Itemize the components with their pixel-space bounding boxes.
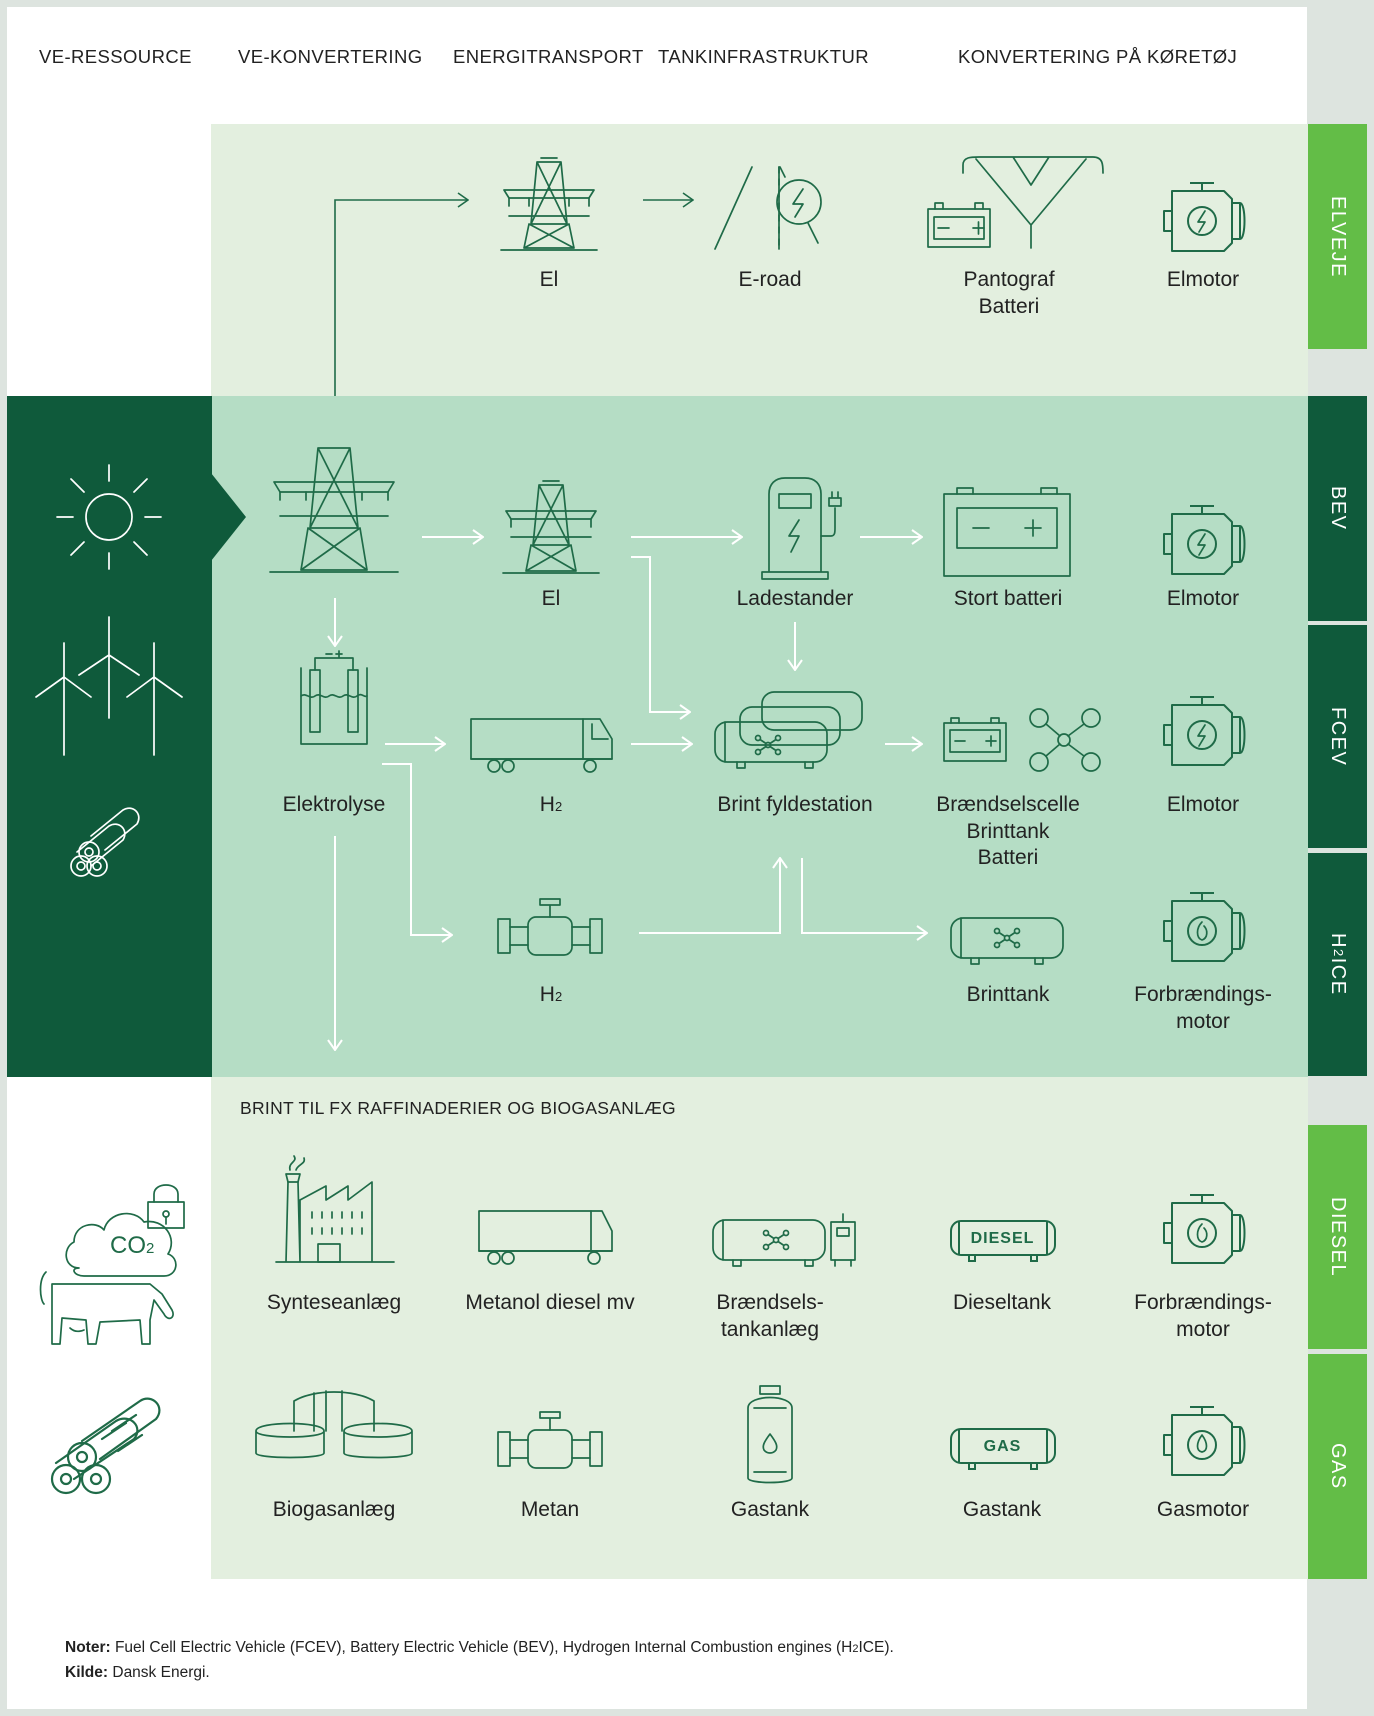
battery-icon: [943, 487, 1071, 577]
co2-label: CO2: [110, 1232, 155, 1259]
sun-icon: [56, 464, 162, 570]
label-brinttank: Brinttank: [966, 983, 1050, 1006]
biomass-logs-icon: [70, 807, 140, 877]
label-braendselstankanlaeg: Brændsels- tankanlæg: [716, 1291, 824, 1341]
tab-fcev: FCEV: [1308, 625, 1367, 848]
tab-gas: GAS: [1308, 1354, 1367, 1579]
charging-station-icon: [761, 477, 842, 580]
gas-badge: GAS: [983, 1438, 1022, 1455]
hydrogen-station-icon: [714, 691, 863, 769]
lightning-icon: [1197, 210, 1206, 233]
label-gastank-vehicle: Gastank: [962, 1498, 1042, 1521]
diesel-badge: DIESEL: [970, 1230, 1035, 1247]
source-line: Kilde: Dansk Energi.: [65, 1664, 210, 1681]
label-elveje-el: El: [539, 268, 559, 291]
fuel-band: [211, 1077, 1308, 1579]
factory-icon: [275, 1155, 395, 1263]
label-e-road: E-road: [738, 268, 802, 291]
label-brint-fyldestation: Brint fyldestation: [717, 793, 873, 816]
tab-h2ice: H2ICE: [1308, 853, 1367, 1076]
tab-diesel: DIESEL: [1308, 1125, 1367, 1349]
biogas-plant-icon: [255, 1390, 413, 1459]
label-fcev-h2: H2: [539, 793, 563, 816]
tab-elveje: ELVEJE: [1308, 124, 1367, 349]
pylon-icon: [502, 480, 600, 574]
pylon-icon: [500, 157, 598, 251]
valve-icon: [497, 1411, 603, 1469]
resource-chevron: [211, 473, 246, 561]
label-biogasanlaeg: Biogasanlæg: [272, 1498, 396, 1521]
label-gastank-station: Gastank: [730, 1498, 810, 1521]
label-h2ice-motor: Forbrændings- motor: [1134, 983, 1272, 1033]
lightning-icon: [1197, 533, 1206, 556]
wind-turbine-icon: [35, 616, 183, 756]
label-metan: Metan: [520, 1498, 580, 1521]
column-header-ve-konvertering: VE-KONVERTERING: [238, 46, 423, 67]
logs-icon: [50, 1397, 161, 1495]
label-h2ice-h2: H2: [539, 983, 563, 1006]
cow-icon: [39, 1271, 174, 1345]
label-fcev-elmotor: Elmotor: [1166, 793, 1240, 816]
truck-icon: [470, 718, 613, 773]
fuel-cell-icon: [943, 708, 1101, 772]
lightning-icon: [1197, 724, 1206, 747]
molecule-icon: [762, 1229, 790, 1251]
column-header-tankinfrastruktur: TANKINFRASTRUKTUR: [658, 46, 869, 67]
electrolysis-icon: [300, 650, 368, 745]
flame-icon: [1196, 921, 1208, 941]
label-stort-batteri: Stort batteri: [953, 587, 1063, 610]
column-header-energitransport: ENERGITRANSPORT: [453, 46, 644, 67]
label-gasmotor: Gasmotor: [1156, 1498, 1250, 1521]
drop-icon: [1196, 1434, 1208, 1453]
label-elveje-elmotor: Elmotor: [1166, 268, 1240, 291]
label-bev-el: El: [541, 587, 561, 610]
gas-cylinder-icon: [747, 1385, 793, 1484]
label-metanol-diesel: Metanol diesel mv: [465, 1291, 635, 1314]
label-pantograf-batteri: Pantograf Batteri: [963, 268, 1055, 318]
notes-line: Noter: Fuel Cell Electric Vehicle (FCEV)…: [65, 1639, 894, 1656]
co2-cloud-icon: [65, 1184, 185, 1277]
hydrogen-tank-icon: [950, 917, 1064, 965]
pantograph-icon: [927, 156, 1104, 249]
truck-icon: [478, 1210, 613, 1265]
elveje-band: [211, 124, 1308, 396]
label-bev-elmotor: Elmotor: [1166, 587, 1240, 610]
large-pylon-icon: [269, 447, 399, 573]
notes: Noter: Fuel Cell Electric Vehicle (FCEV)…: [65, 1636, 894, 1685]
label-braendselscelle: Brændselscelle Brinttank Batteri: [936, 793, 1080, 870]
column-header-konvertering-paa-koeretoej: KONVERTERING PÅ KØRETØJ: [958, 46, 1238, 67]
flame-icon: [1196, 1223, 1208, 1243]
label-synteseanlaeg: Synteseanlæg: [266, 1291, 402, 1314]
renewable-resource-panel: [7, 396, 212, 1077]
label-dieseltank: Dieseltank: [952, 1291, 1052, 1314]
column-header-ve-ressource: VE-RESSOURCE: [39, 46, 192, 67]
brint-caption: BRINT TIL FX RAFFINADERIER OG BIOGASANLÆ…: [240, 1098, 676, 1118]
valve-icon: [497, 898, 603, 956]
label-elektrolyse: Elektrolyse: [282, 793, 386, 816]
label-diesel-motor: Forbrændings- motor: [1134, 1291, 1272, 1341]
tab-bev: BEV: [1308, 396, 1367, 621]
e-road-icon: [714, 166, 822, 250]
fuel-tank-facility-icon: [712, 1213, 856, 1267]
label-ladestander: Ladestander: [736, 587, 854, 610]
arrow-to-elveje-el: [334, 200, 468, 396]
